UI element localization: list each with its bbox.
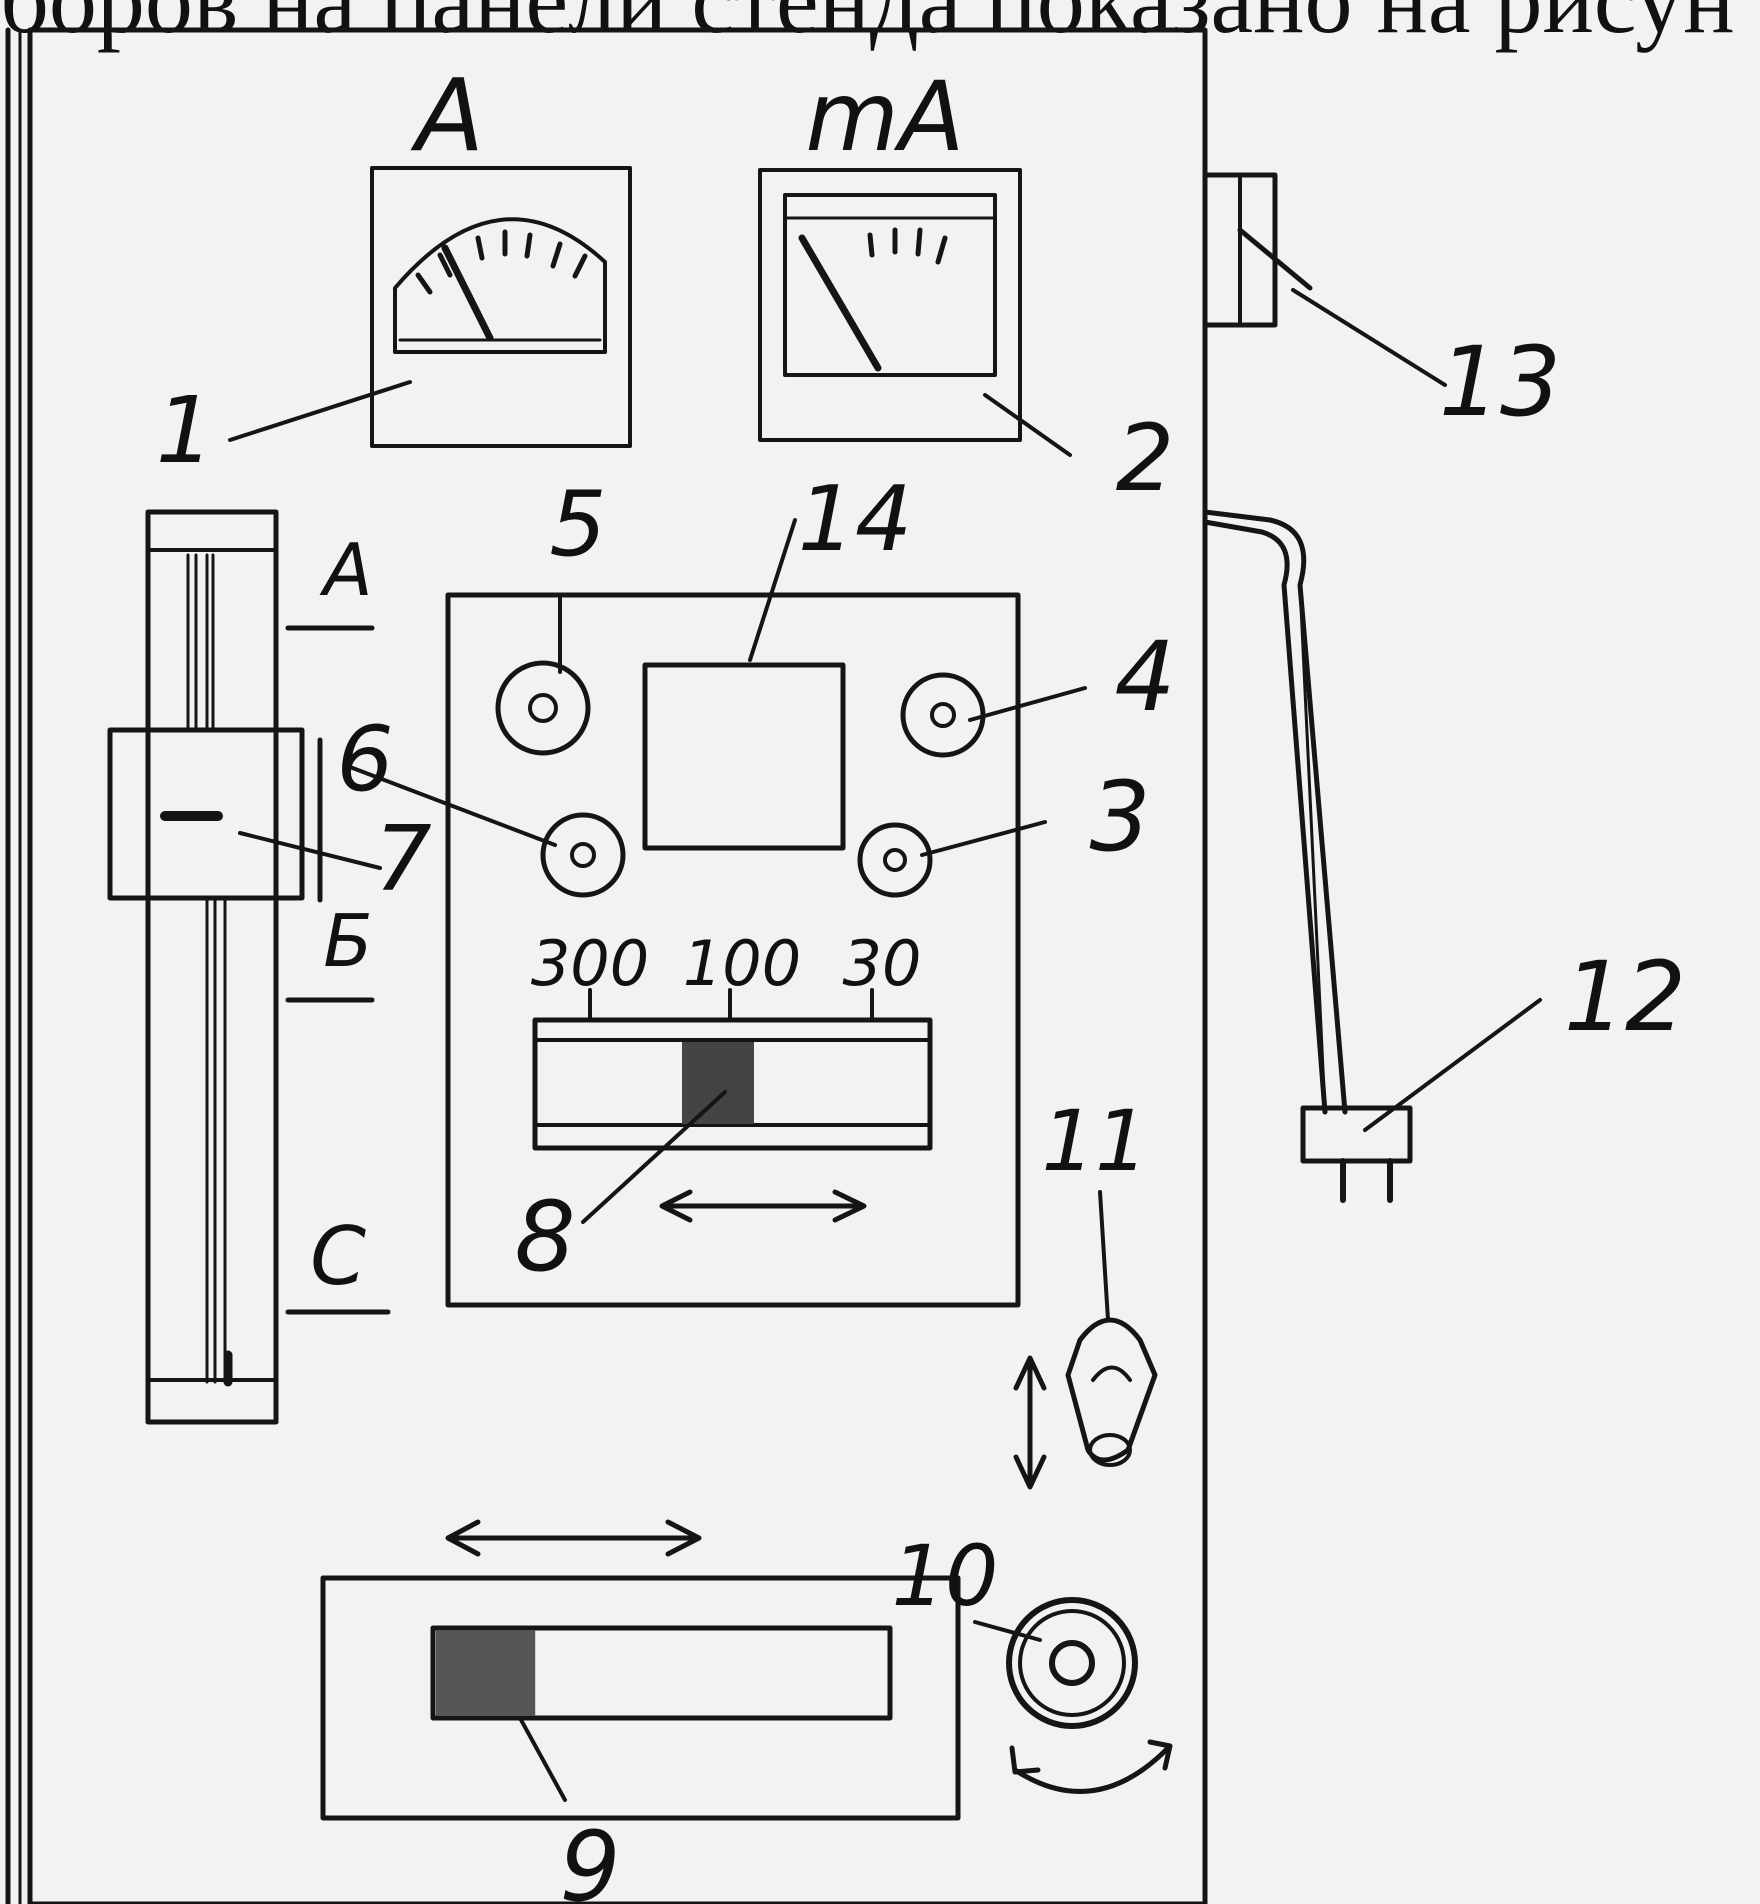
rheostat-frame [145,509,279,1425]
bottom-slider[interactable] [320,1575,961,1821]
ammeter: А [370,57,632,448]
position-label-b: Б [323,899,372,983]
inner-panel [445,592,1021,1308]
range-switch-knob[interactable] [682,1042,754,1124]
ammeter-window [393,217,607,354]
range-switch-track [532,1017,933,1151]
milliammeter-body [758,168,1022,442]
milliammeter-needle [798,234,882,372]
rheostat-slider[interactable] [107,727,305,901]
terminal-5[interactable] [495,660,591,756]
display-window [642,662,846,851]
position-label-c: С [310,1210,366,1303]
callout-3: 3 [1089,761,1150,873]
callout-6: 6 [336,707,393,812]
callout-5: 5 [549,472,606,577]
range-label-30: 30 [843,927,922,1000]
bottom-slider-frame [320,1575,961,1821]
position-label-a: А [319,528,372,612]
callout-8: 8 [514,1181,575,1293]
bottom-slider-track [430,1625,893,1721]
range-switch[interactable]: 300 100 30 [531,927,933,1151]
callout-2: 2 [1116,405,1175,512]
toggle-lever[interactable] [1065,1317,1158,1467]
sliding-rheostat: А Б С [107,509,391,1425]
stand-panel [27,27,1208,1904]
callout-11: 11 [1042,1092,1149,1190]
terminal-4[interactable] [900,672,986,758]
terminal-3[interactable] [857,822,933,898]
caption-text: боров на панели стенда показано на рисун [0,0,1735,48]
callout-14: 14 [798,467,913,572]
bottom-slider-knob[interactable] [436,1630,536,1716]
ammeter-unit-label: А [410,57,484,174]
milliammeter-window [783,193,997,377]
terminal-6[interactable] [540,812,626,898]
rotary-knob[interactable] [1006,1597,1138,1729]
callout-9: 9 [559,1811,620,1904]
power-cord [1202,509,1348,1115]
callout-10: 10 [892,1527,999,1625]
range-label-100: 100 [683,927,801,1000]
callout-13: 13 [1439,326,1561,438]
callout-1: 1 [156,377,215,484]
ammeter-body [370,166,632,448]
milliammeter: mA [758,61,1022,442]
power-plug [1300,1105,1413,1203]
ammeter-needle [441,244,494,342]
double-arrow-horizontal [659,1189,867,1223]
side-clamp [1202,172,1313,328]
range-label-300: 300 [531,927,649,1000]
milliammeter-unit-label: mA [805,61,964,173]
double-arrow-horizontal [445,1519,702,1557]
rotation-arrow [1009,1739,1173,1794]
double-arrow-vertical [1013,1355,1047,1490]
callout-7: 7 [374,807,431,912]
callout-12: 12 [1564,941,1686,1053]
callout-4: 4 [1114,621,1175,733]
